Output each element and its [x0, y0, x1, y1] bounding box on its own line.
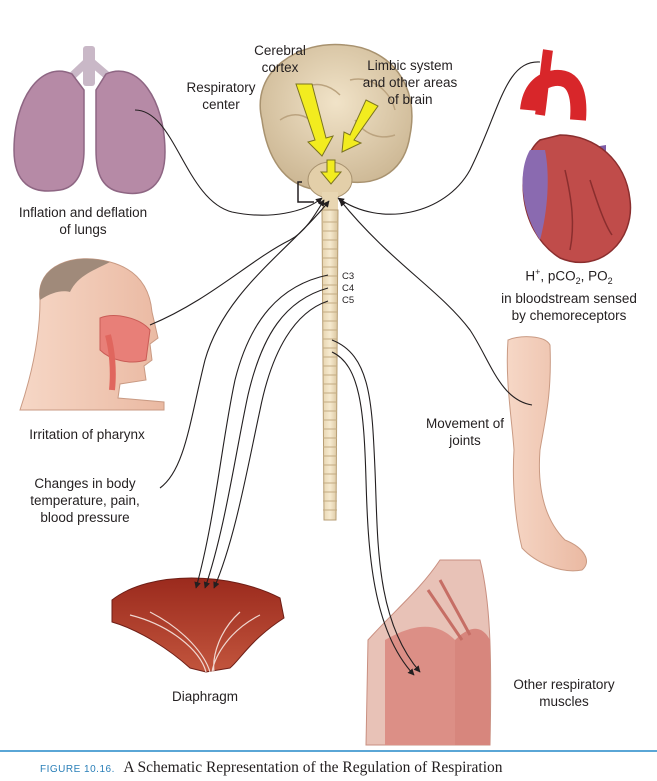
cord-to-diaphragm-1: [194, 274, 329, 589]
caption-rule: [0, 750, 657, 752]
limbic-arrow: [341, 99, 379, 153]
lungs-illustration: [13, 46, 166, 195]
cord-to-muscles-1: [331, 339, 421, 673]
joints-to-center: [339, 199, 533, 406]
pharynx-label: Irritation of pharynx: [29, 427, 145, 442]
chemo-line-1: H+, pCO2, PO2: [525, 267, 613, 287]
brain-illustration: [259, 43, 413, 214]
segment-c4: C4: [342, 283, 355, 294]
heart-to-center: [337, 61, 541, 215]
spinal-cord-segments-marks: [323, 221, 337, 511]
body-to-center: [159, 200, 330, 489]
figure-number: FIGURE 10.16.: [40, 764, 115, 775]
connector-lines: [134, 61, 541, 676]
heart-illustration: [520, 49, 632, 264]
cord-to-diaphragm-3: [213, 300, 329, 589]
chest-muscles-illustration: [365, 559, 492, 746]
head-illustration: [19, 258, 165, 411]
cord-to-muscles-2: [331, 351, 415, 676]
segment-c3: C3: [342, 271, 355, 282]
cord-to-diaphragm-2: [203, 287, 329, 589]
center-arrow: [319, 159, 343, 185]
leg-illustration: [506, 336, 587, 572]
lungs-to-center: [134, 109, 323, 216]
diaphragm-illustration: [111, 577, 285, 673]
spinal-cord: [321, 209, 339, 521]
respiratory-center-bracket: [297, 181, 314, 203]
segment-c5: C5: [342, 295, 355, 306]
figure-title: A Schematic Representation of the Regula…: [123, 759, 503, 776]
pharynx-to-center: [149, 199, 325, 326]
figure-caption: FIGURE 10.16. A Schematic Representation…: [40, 759, 503, 777]
cortex-arrow: [295, 83, 335, 157]
yellow-arrows: [295, 83, 379, 185]
diaphragm-label: Diaphragm: [171, 689, 239, 704]
